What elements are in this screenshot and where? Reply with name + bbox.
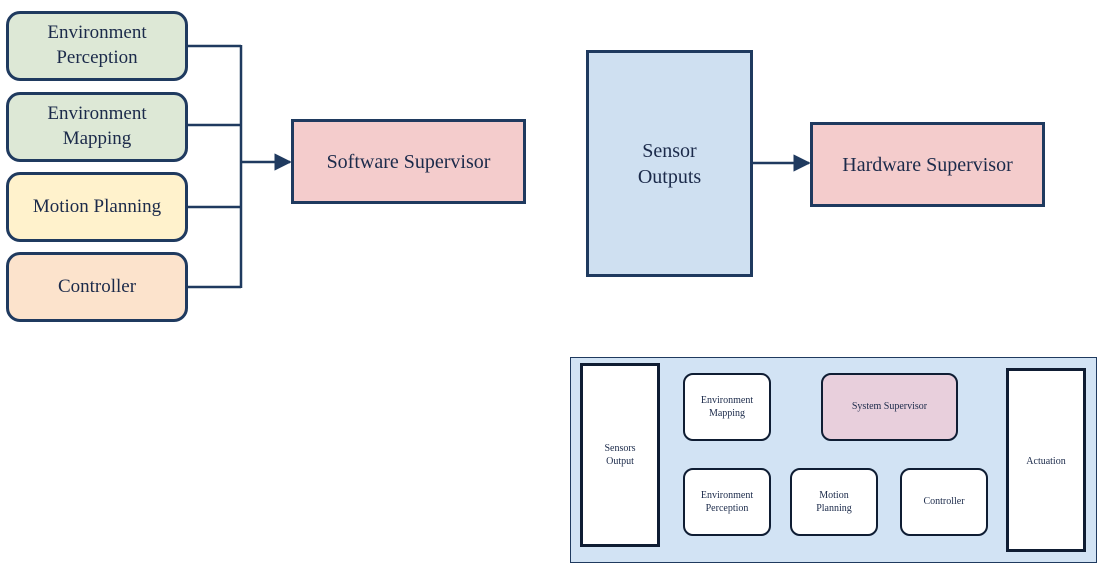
sensors-output-box: Sensors Output bbox=[580, 363, 660, 547]
system-supervisor-label: System Supervisor bbox=[851, 401, 928, 413]
software-supervisor-box: Software Supervisor bbox=[291, 119, 526, 204]
sensors-output-label: Sensors Output bbox=[604, 442, 636, 468]
controller-box: Controller bbox=[6, 252, 188, 322]
motion-planning-label: Motion Planning bbox=[32, 195, 162, 217]
detail-motion-planning-box: Motion Planning bbox=[790, 468, 878, 536]
environment-mapping-label: Environment Mapping bbox=[47, 103, 147, 149]
detail-controller-box: Controller bbox=[900, 468, 988, 536]
detail-motion-planning-label: Motion Planning bbox=[816, 489, 852, 515]
system-supervisor-box: System Supervisor bbox=[821, 373, 958, 441]
hardware-supervisor-box: Hardware Supervisor bbox=[810, 122, 1045, 207]
environment-perception-box: Environment Perception bbox=[6, 11, 188, 81]
sensor-outputs-label: Sensor Outputs bbox=[637, 139, 702, 188]
detail-environment-mapping-box: Environment Mapping bbox=[683, 373, 771, 441]
environment-mapping-box: Environment Mapping bbox=[6, 92, 188, 162]
actuation-box: Actuation bbox=[1006, 368, 1086, 552]
detail-environment-perception-box: Environment Perception bbox=[683, 468, 771, 536]
software-supervisor-label: Software Supervisor bbox=[326, 150, 491, 173]
detail-environment-perception-label: Environment Perception bbox=[700, 489, 754, 515]
motion-planning-box: Motion Planning bbox=[6, 172, 188, 242]
detail-controller-label: Controller bbox=[923, 496, 965, 508]
actuation-label: Actuation bbox=[1026, 456, 1066, 467]
controller-label: Controller bbox=[57, 275, 137, 297]
environment-perception-label: Environment Perception bbox=[47, 22, 147, 68]
hardware-supervisor-label: Hardware Supervisor bbox=[842, 153, 1013, 176]
detail-environment-mapping-label: Environment Mapping bbox=[700, 394, 754, 420]
sensor-outputs-box: Sensor Outputs bbox=[586, 50, 753, 277]
